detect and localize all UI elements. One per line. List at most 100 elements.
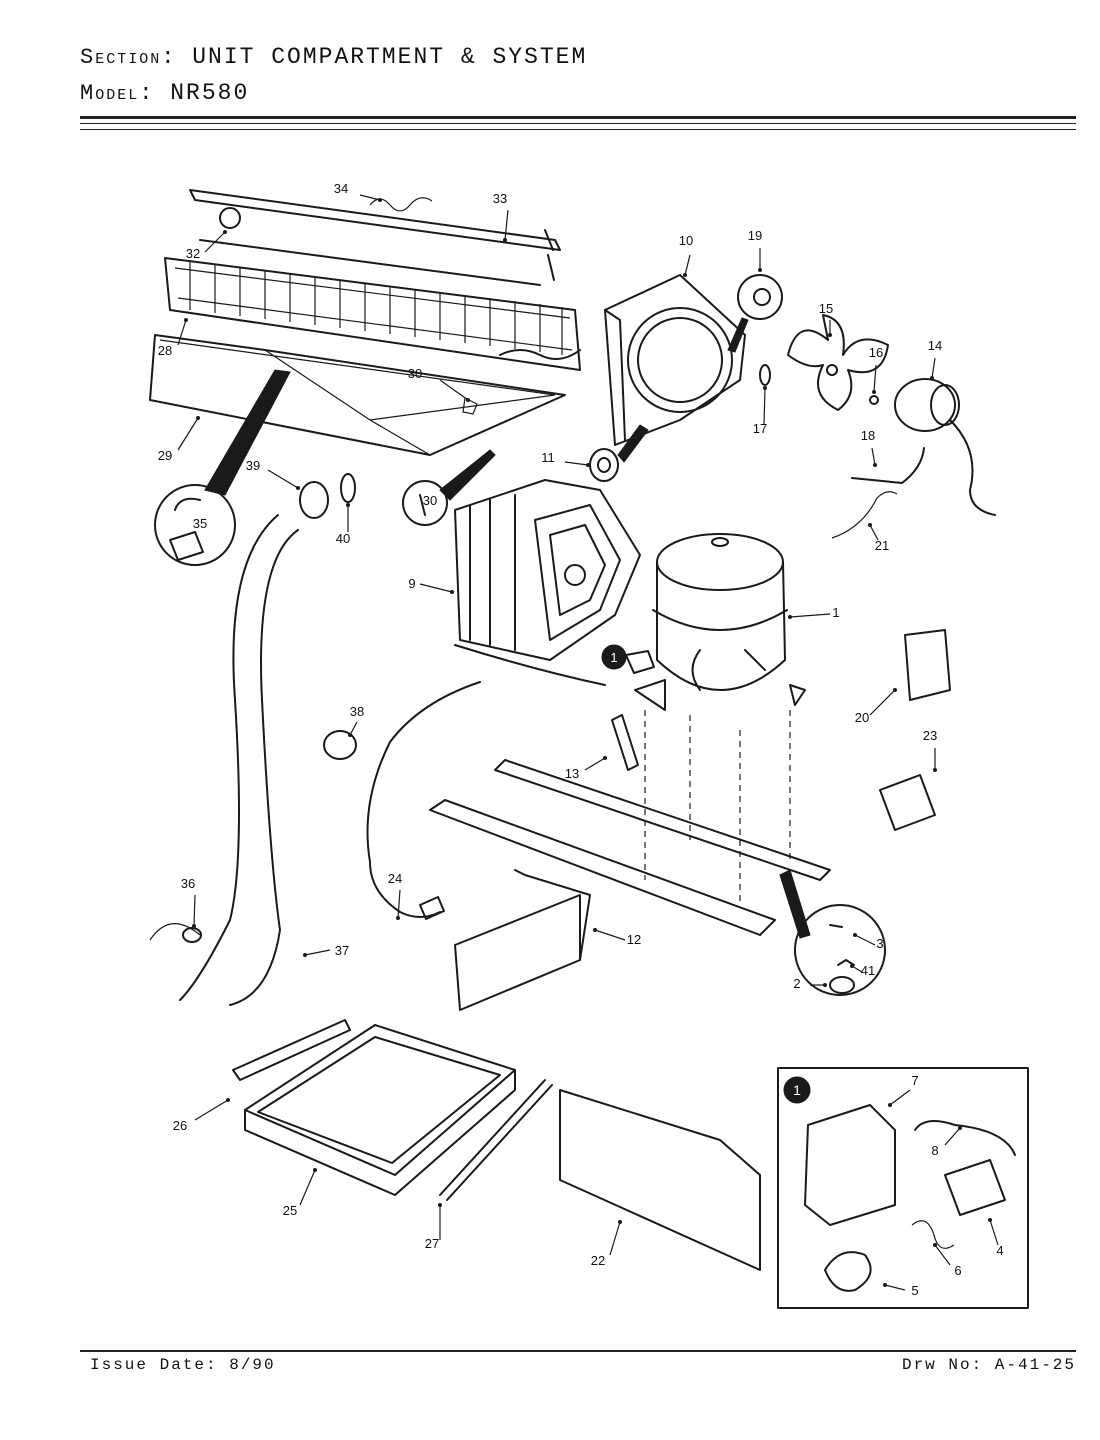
section-heading: Section: UNIT COMPARTMENT & SYSTEM bbox=[80, 44, 587, 70]
fan-nut bbox=[869, 395, 879, 405]
leader-tip-29 bbox=[196, 416, 200, 420]
leader-tip-41 bbox=[850, 964, 854, 968]
leader-lines bbox=[177, 194, 999, 1291]
leader-29 bbox=[177, 417, 199, 451]
leader-34 bbox=[359, 194, 381, 201]
leader-21 bbox=[869, 524, 879, 541]
part-label-33: 33 bbox=[493, 191, 507, 206]
leader-3 bbox=[854, 934, 876, 946]
leader-28 bbox=[177, 319, 187, 346]
ground-wire bbox=[831, 491, 898, 539]
part-label-9: 9 bbox=[408, 576, 415, 591]
leader-12 bbox=[594, 929, 626, 941]
part-label-10: 10 bbox=[679, 233, 693, 248]
footer-rule bbox=[80, 1350, 1076, 1352]
leader-tip-3 bbox=[853, 933, 857, 937]
leader-tip-11 bbox=[586, 463, 590, 467]
part-label-40: 40 bbox=[336, 531, 350, 546]
drain-trough bbox=[149, 334, 566, 456]
leader-tip-4 bbox=[988, 1218, 992, 1222]
leader-10 bbox=[684, 254, 691, 276]
part-label-34: 34 bbox=[334, 181, 348, 196]
svg-text:1: 1 bbox=[610, 650, 617, 665]
leader-tip-17 bbox=[763, 386, 767, 390]
fan-blade bbox=[787, 314, 889, 411]
leader-14 bbox=[931, 357, 936, 379]
part-label-7: 7 bbox=[911, 1073, 918, 1088]
leader-tip-19 bbox=[758, 268, 762, 272]
cord-plug bbox=[419, 896, 445, 920]
leader-32 bbox=[204, 231, 226, 253]
part-label-27: 27 bbox=[425, 1236, 439, 1251]
part-label-22: 22 bbox=[591, 1253, 605, 1268]
leader-22 bbox=[609, 1221, 621, 1256]
condenser bbox=[454, 479, 641, 686]
shroud-grommet bbox=[589, 424, 649, 482]
model-heading: Model: NR580 bbox=[80, 80, 249, 106]
part-label-2: 2 bbox=[793, 976, 800, 991]
part-label-41: 41 bbox=[861, 963, 875, 978]
leader-tip-13 bbox=[603, 756, 607, 760]
leader-9 bbox=[419, 583, 453, 593]
leader-25 bbox=[299, 1169, 316, 1206]
motor-bracket bbox=[851, 447, 925, 484]
part-label-12: 12 bbox=[627, 932, 641, 947]
leader-16 bbox=[873, 364, 877, 393]
header-rule-thick bbox=[80, 116, 1076, 119]
leader-38 bbox=[349, 721, 358, 736]
part-label-15: 15 bbox=[819, 301, 833, 316]
part-label-14: 14 bbox=[928, 338, 942, 353]
leader-1 bbox=[789, 613, 831, 618]
grommet-39 bbox=[299, 481, 329, 519]
mounting-guides bbox=[644, 710, 791, 905]
leader-tip-30 bbox=[466, 398, 470, 402]
part-label-20: 20 bbox=[855, 710, 869, 725]
start-relay bbox=[904, 629, 951, 701]
part-label-30: 30 bbox=[408, 366, 422, 381]
part-label-23: 23 bbox=[923, 728, 937, 743]
leader-tip-9 bbox=[450, 590, 454, 594]
section-value: UNIT COMPARTMENT & SYSTEM bbox=[192, 44, 588, 70]
leader-37 bbox=[304, 949, 331, 956]
section-label: Section: bbox=[80, 45, 177, 70]
clip-inset bbox=[402, 449, 496, 526]
grommet-inset bbox=[727, 274, 783, 353]
leader-tip-34 bbox=[378, 198, 382, 202]
drain-tube bbox=[179, 514, 299, 1006]
part-label-26: 26 bbox=[173, 1118, 187, 1133]
terminal-cover bbox=[804, 1104, 896, 1226]
leader-tip-36 bbox=[192, 924, 196, 928]
tube-spring-clip bbox=[149, 923, 202, 943]
part-label-37: 37 bbox=[335, 943, 349, 958]
part-label-24: 24 bbox=[388, 871, 402, 886]
part-label-17: 17 bbox=[753, 421, 767, 436]
header-rule-thin-2 bbox=[80, 129, 1076, 130]
spring-clip-6 bbox=[911, 1220, 955, 1249]
leader-39 bbox=[267, 469, 299, 489]
leader-tip-40 bbox=[346, 503, 350, 507]
part-label-21: 21 bbox=[875, 538, 889, 553]
part-label-36: 36 bbox=[181, 876, 195, 891]
power-cord bbox=[366, 681, 481, 918]
leader-tip-14 bbox=[930, 376, 934, 380]
defrost-heater-rod bbox=[189, 189, 561, 286]
overload-in-inset bbox=[824, 1251, 872, 1292]
leader-tip-1 bbox=[788, 615, 792, 619]
part-label-35: 35 bbox=[193, 516, 207, 531]
drawing-number: Drw No: A-41-25 bbox=[901, 1356, 1076, 1374]
part-label-18: 18 bbox=[861, 428, 875, 443]
part-label-8: 8 bbox=[931, 1143, 938, 1158]
leader-tip-24 bbox=[396, 916, 400, 920]
mount-hardware-inset bbox=[779, 869, 886, 996]
leader-tip-39 bbox=[296, 486, 300, 490]
leader-tip-25 bbox=[313, 1168, 317, 1172]
leader-tip-37 bbox=[303, 953, 307, 957]
leader-tip-27 bbox=[438, 1203, 442, 1207]
leader-4 bbox=[989, 1219, 999, 1246]
part-label-29: 29 bbox=[158, 448, 172, 463]
filter-drier bbox=[611, 714, 639, 771]
leader-36 bbox=[193, 894, 196, 927]
leader-tip-21 bbox=[868, 523, 872, 527]
model-label: Model: bbox=[80, 81, 155, 106]
